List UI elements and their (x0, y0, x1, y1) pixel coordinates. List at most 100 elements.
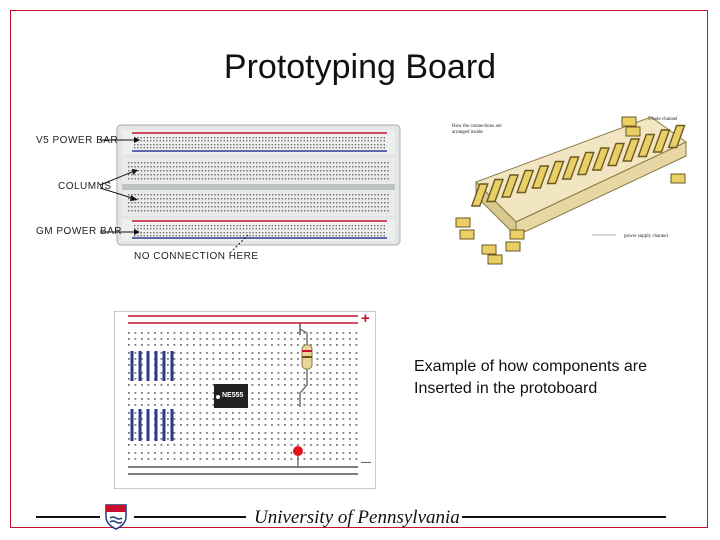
hole (219, 364, 221, 366)
hole (236, 166, 239, 168)
hole (358, 147, 360, 149)
hole (233, 228, 235, 230)
hole (355, 178, 357, 180)
hole (335, 144, 337, 146)
hole (137, 166, 139, 168)
hole (173, 358, 176, 360)
hole (303, 232, 305, 234)
hole (219, 352, 221, 354)
hole (195, 198, 197, 200)
hole (131, 162, 133, 164)
hole (271, 452, 273, 454)
hole (361, 228, 363, 230)
hole (277, 378, 280, 380)
hole (199, 404, 202, 406)
hole (232, 432, 234, 434)
hole (277, 358, 280, 360)
hole (178, 235, 181, 237)
hole (278, 235, 280, 237)
hole (345, 210, 347, 212)
hole (143, 225, 145, 227)
hole (191, 232, 193, 234)
hole (169, 202, 171, 204)
hole (180, 444, 182, 446)
hole (287, 235, 289, 237)
hole (304, 210, 306, 212)
hole (284, 235, 286, 237)
hole (225, 344, 228, 346)
metal-strip (561, 156, 580, 180)
hole (134, 438, 137, 440)
hole (252, 140, 254, 142)
hole (316, 332, 319, 334)
hole (211, 166, 213, 168)
hole (180, 352, 182, 354)
hole (147, 444, 150, 446)
hole (336, 432, 338, 434)
hole (323, 364, 325, 366)
hole (284, 170, 287, 172)
hole (264, 424, 267, 426)
hole (284, 432, 286, 434)
hole (355, 352, 358, 354)
hole (143, 232, 145, 234)
hole (194, 228, 197, 230)
hole (313, 202, 315, 204)
hole (262, 162, 264, 164)
hole (225, 424, 228, 426)
hole (128, 412, 130, 414)
hole (319, 225, 321, 227)
hole (262, 178, 264, 180)
hole (206, 352, 208, 354)
hole (198, 202, 200, 204)
hole (303, 225, 305, 227)
hole (303, 452, 306, 454)
hole (195, 210, 197, 212)
hole (364, 206, 367, 208)
hole (150, 210, 152, 212)
hole (160, 166, 162, 168)
hole (246, 174, 248, 176)
hole (278, 170, 280, 172)
hole (227, 202, 229, 204)
hole (137, 147, 139, 149)
hole (134, 378, 137, 380)
hole (226, 144, 229, 146)
hole (342, 412, 345, 414)
hole (259, 178, 261, 180)
hole (258, 235, 261, 237)
hole (323, 444, 325, 446)
hole (150, 170, 152, 172)
hole (246, 170, 248, 172)
hole (233, 178, 235, 180)
hole (160, 358, 163, 360)
hole (204, 198, 207, 200)
hole (144, 210, 146, 212)
hole (316, 458, 319, 460)
metal-strip (576, 151, 595, 176)
hole (271, 418, 273, 420)
hole (212, 332, 215, 334)
hole (144, 194, 146, 196)
hole (238, 418, 241, 420)
hole (361, 166, 363, 168)
hole (307, 210, 309, 212)
hole (258, 412, 260, 414)
hole (329, 178, 331, 180)
hole (290, 438, 293, 440)
hole (281, 225, 283, 227)
hole (377, 137, 379, 139)
hole (172, 170, 175, 172)
hole (153, 235, 155, 237)
hole (290, 364, 293, 366)
hole (290, 338, 293, 340)
hole (262, 202, 264, 204)
hole (141, 392, 143, 394)
hole (147, 162, 149, 164)
hole (316, 194, 319, 196)
hole (336, 174, 338, 176)
hole (173, 398, 176, 400)
hole (348, 202, 351, 204)
hole (246, 198, 248, 200)
hole (371, 202, 373, 204)
